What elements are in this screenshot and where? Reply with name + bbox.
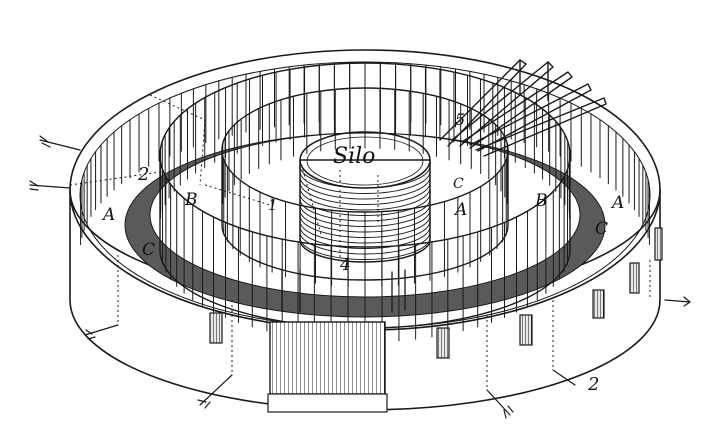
label-C-left: C — [142, 240, 155, 260]
silo-hoop — [299, 171, 431, 194]
windows — [209, 227, 663, 359]
window — [629, 262, 640, 294]
label-C-right: C — [595, 219, 608, 239]
main-door — [269, 321, 386, 395]
silo-hoop — [299, 176, 431, 200]
label-B-left: B — [184, 190, 198, 210]
label-2-bottom: 2 — [587, 374, 599, 395]
silo-hoop — [299, 226, 431, 249]
front-wall-left — [281, 269, 406, 313]
roof-rafters — [439, 59, 607, 157]
silo-hoop — [299, 237, 431, 260]
silo-hoop — [299, 209, 431, 233]
label-5: 5 — [455, 110, 465, 129]
silo-hoop — [299, 193, 431, 216]
silo-top-inner — [306, 136, 424, 186]
label-B-right: B — [534, 191, 548, 211]
outer-wall-studs — [80, 61, 650, 246]
label-4: 4 — [339, 255, 351, 275]
arrows — [29, 135, 691, 419]
label-2-left: 2 — [137, 164, 149, 185]
silo-hoop — [299, 187, 431, 211]
silo-hoop — [299, 204, 431, 227]
window — [592, 289, 605, 319]
silo-hoop — [299, 220, 431, 244]
silo-hoop — [299, 182, 431, 205]
label-silo: Silo — [333, 144, 375, 169]
label-A-inner-right: A — [453, 200, 467, 220]
label-1: 1 — [268, 196, 278, 214]
door-sill — [267, 393, 388, 413]
window — [209, 312, 223, 344]
silo-hoop — [299, 198, 431, 222]
silo-hoop — [299, 215, 431, 238]
silo-hoops — [299, 165, 431, 260]
window — [436, 327, 450, 359]
dotted-lines — [69, 94, 651, 390]
label-A-right: A — [610, 193, 624, 213]
label-A-left: A — [101, 205, 115, 225]
window — [519, 314, 533, 346]
window — [654, 227, 663, 261]
middle-wall-studs — [159, 62, 571, 343]
silo-body — [299, 159, 431, 263]
silo-hoop — [299, 231, 431, 255]
label-C-silo: C — [453, 176, 464, 192]
